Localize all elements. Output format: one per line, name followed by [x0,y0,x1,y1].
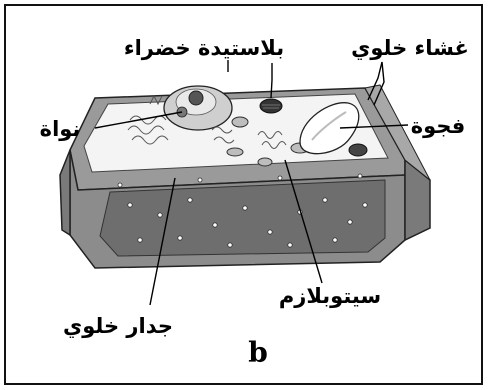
label-cell-membrane: غشاء خلوي [351,36,469,61]
panel-letter: b [248,336,268,369]
cell-body [60,85,430,268]
label-chloroplast: بلاستيدة خضراء [124,36,284,60]
label-cell-wall: جدار خلوي [63,314,173,339]
label-nucleus: نواة [40,117,81,141]
nucleus-shape [164,86,232,130]
label-vacuole: فجوة [411,114,465,138]
label-cytoplasm: سيتوبلازم [279,284,381,308]
